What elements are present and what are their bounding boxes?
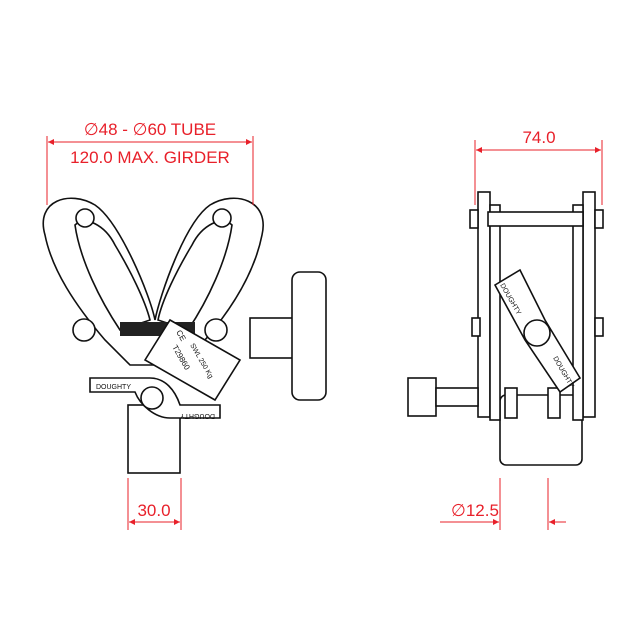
nut [469,209,479,229]
max-girder-label: 120.0 MAX. GIRDER [70,148,230,167]
shackle-nut [547,387,561,419]
jaw-cutout-left [74,220,151,331]
side-plate [489,204,501,421]
jaw-cutout-right [157,220,233,331]
pin [212,208,232,228]
label-plate [143,318,242,402]
front-view [42,197,327,474]
side-plate [582,191,596,418]
pin [204,318,228,342]
pin-diameter-label: ∅12.5 [451,501,499,520]
shackle [499,394,583,466]
brand-logo-lever: DOUGHTY [96,384,131,391]
spindle-side [435,387,479,407]
nut [594,209,604,229]
handwheel-side [407,377,437,417]
base-width-label: 30.0 [137,501,170,520]
side-plate [572,204,584,421]
side-view [407,191,604,466]
spindle [249,317,296,359]
nut [594,317,604,337]
lever-pivot [140,386,164,410]
cross-bar [487,211,584,227]
lever-pivot-side [523,319,551,347]
nut [471,317,481,337]
handwheel [291,271,327,401]
dimensions [46,136,603,530]
width-label: 74.0 [522,128,555,147]
brand-logo-lever-2: DOUGHTY [180,412,215,419]
tube-range-label: ∅48 - ∅60 TUBE [84,120,216,139]
pin [75,208,95,228]
shackle-nut [504,387,518,419]
pin [72,318,96,342]
